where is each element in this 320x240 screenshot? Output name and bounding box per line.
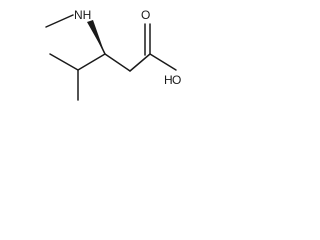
bond-stereocenter-isopropyl <box>77 53 106 71</box>
bond-carboxyl-hydroxyl <box>149 53 177 71</box>
amine-label: NH <box>74 8 91 22</box>
bond-ch2-carboxyl <box>129 53 151 72</box>
hydroxyl-hydrogen-label: H <box>164 73 173 87</box>
bond-n-methyl <box>45 14 74 28</box>
carbonyl-oxygen-label: O <box>141 8 150 22</box>
structural-formula: NH O O H <box>45 8 181 101</box>
wedge-bond <box>87 20 105 54</box>
hydroxyl-oxygen-label: O <box>172 73 181 87</box>
bond-isopropyl-methyl-a <box>49 53 79 71</box>
bond-stereocenter-ch2 <box>104 53 131 72</box>
